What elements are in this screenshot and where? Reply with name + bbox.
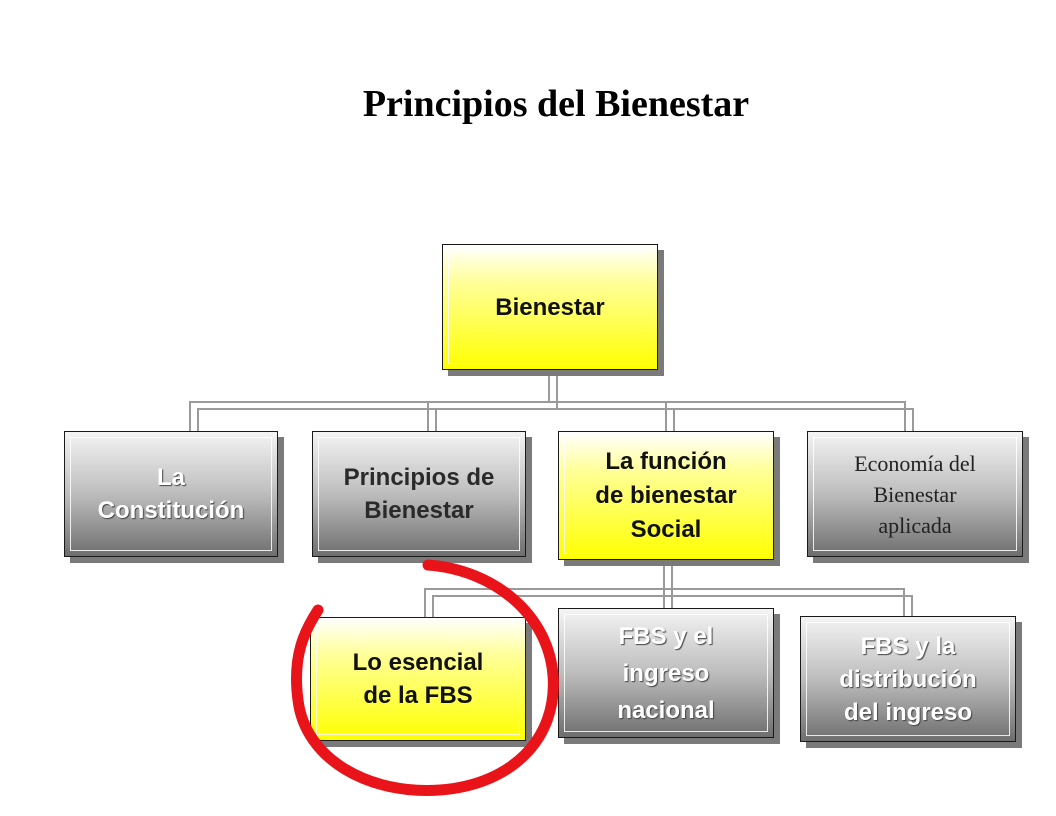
node-principios-de-bienestar-label: Principios de Bienestar xyxy=(343,464,495,524)
node-fbs-y-la-distribucion-del-ingreso[interactable]: FBS y la distribución del ingreso xyxy=(800,616,1016,742)
node-principios-de-bienestar[interactable]: Principios de Bienestar xyxy=(312,431,526,557)
node-lo-esencial-de-la-fbs[interactable]: Lo esencial de la FBS xyxy=(310,617,526,741)
node-la-funcion-de-bienestar-social[interactable]: La función de bienestar Social xyxy=(558,431,774,560)
node-economia-label: Economía del Bienestar aplicada xyxy=(854,450,976,538)
node-lo-esencial-label: Lo esencial de la FBS xyxy=(352,649,484,709)
node-bienestar-label: Bienestar xyxy=(495,293,605,321)
node-la-constitucion-label: La Constitución xyxy=(97,464,245,524)
node-fbs-y-el-ingreso-nacional[interactable]: FBS y el ingreso nacional xyxy=(558,608,774,738)
node-la-constitucion[interactable]: La Constitución xyxy=(64,431,278,557)
node-fbs-ingreso-label: FBS y el ingreso nacional xyxy=(617,622,715,724)
page-title: Principios del Bienestar xyxy=(362,83,750,125)
node-bienestar[interactable]: Bienestar xyxy=(442,244,658,370)
node-fbs-distribucion-label: FBS y la distribución del ingreso xyxy=(839,632,977,726)
node-economia-del-bienestar-aplicada[interactable]: Economía del Bienestar aplicada xyxy=(807,431,1023,557)
node-la-funcion-label: La función de bienestar Social xyxy=(595,447,737,543)
